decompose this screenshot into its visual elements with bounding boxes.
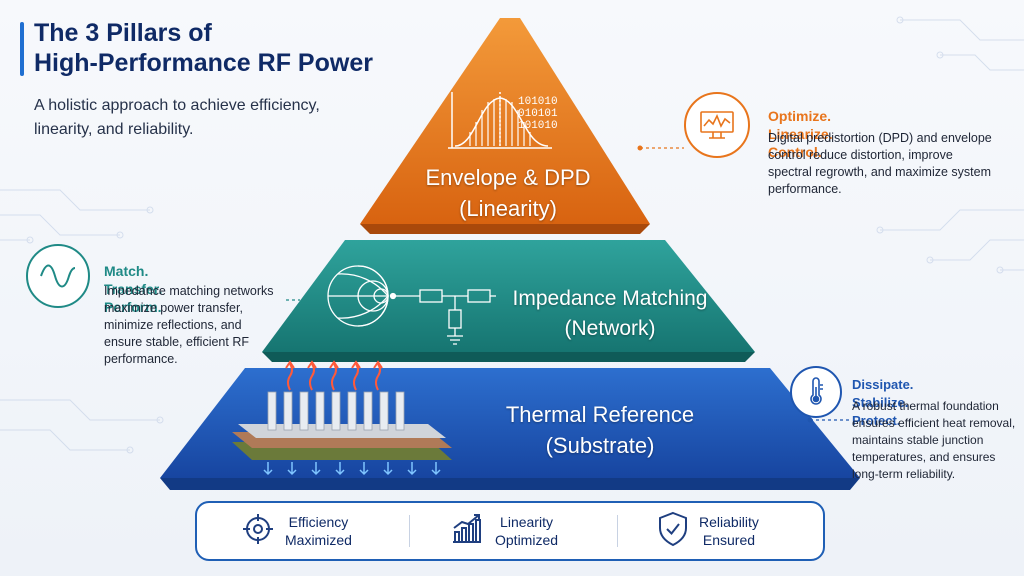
outcome-divider-2 xyxy=(617,515,618,547)
callout-linearity-heading: Optimize. Linearize. Control. xyxy=(768,108,833,160)
outcome-linearity-label: Linearity Optimized xyxy=(495,513,558,549)
title-accent-bar xyxy=(20,22,24,76)
outcome-reliability: Reliability Ensured xyxy=(657,503,759,559)
title-line-2: High-Performance RF Power xyxy=(34,49,373,77)
shield-check-icon xyxy=(657,511,689,552)
binary-line-2: 010101 xyxy=(518,108,558,120)
bell-curve-icon xyxy=(448,92,552,149)
callout-linearity-body: Digital predistortion (DPD) and envelope… xyxy=(768,131,992,196)
tier-bottom-label: Thermal Reference (Substrate) xyxy=(470,399,730,461)
tier-middle-label: Impedance Matching (Network) xyxy=(480,284,740,344)
title-line-1: The 3 Pillars of xyxy=(34,19,212,47)
outcome-linearity: Linearity Optimized xyxy=(449,503,558,559)
oscilloscope-icon xyxy=(684,92,750,158)
outcome-efficiency: Efficiency Maximized xyxy=(241,503,352,559)
growth-chart-icon xyxy=(449,512,485,551)
target-icon xyxy=(241,512,275,551)
outcome-linearity-line-2: Optimized xyxy=(495,532,559,548)
tier-top-label: Envelope & DPD (Linearity) xyxy=(390,162,626,224)
tier-top-line-1: Envelope & DPD xyxy=(425,165,591,190)
outcomes-bar: Efficiency Maximized Linearity Optimized xyxy=(195,501,825,561)
sine-wave-icon xyxy=(26,244,90,308)
outcome-reliability-label: Reliability Ensured xyxy=(699,513,759,549)
tier-bottom-line-2: (Substrate) xyxy=(545,433,655,458)
matching-network-icon xyxy=(389,289,496,345)
pyramid-tier-middle xyxy=(262,240,755,362)
tier-top-line-2: (Linearity) xyxy=(459,196,557,221)
outcome-reliability-line-1: Reliability xyxy=(699,514,759,530)
binary-text: 101010 010101 101010 xyxy=(518,96,558,132)
smith-chart-icon xyxy=(327,265,389,327)
page-title: The 3 Pillars of High-Performance RF Pow… xyxy=(34,18,394,78)
outcome-efficiency-line-1: Efficiency xyxy=(288,514,349,530)
callout-matching-body: Impedance matching networks maximize pow… xyxy=(104,284,274,366)
outcome-reliability-line-2: Ensured xyxy=(702,532,756,548)
callout-thermal-heading: Dissipate. Stabilize. Protect. xyxy=(852,377,914,428)
thermometer-icon xyxy=(790,366,842,418)
pyramid-tier-top xyxy=(360,18,650,234)
outcome-efficiency-label: Efficiency Maximized xyxy=(285,513,352,549)
page-subtitle: A holistic approach to achieve efficienc… xyxy=(34,97,320,138)
binary-line-1: 101010 xyxy=(518,96,558,108)
callout-thermal-body: A robust thermal foundation ensures effi… xyxy=(852,399,1016,481)
outcome-divider-1 xyxy=(409,515,410,547)
binary-line-3: 101010 xyxy=(518,120,558,132)
callout-connectors xyxy=(286,145,850,423)
tier-middle-line-1: Impedance Matching xyxy=(512,287,708,310)
outcome-efficiency-line-2: Maximized xyxy=(285,532,352,548)
heatsink-icon xyxy=(232,360,452,476)
tier-bottom-line-1: Thermal Reference xyxy=(505,402,695,427)
outcome-linearity-line-1: Linearity xyxy=(500,514,553,530)
callout-matching-heading: Match. Transfer. Perform. xyxy=(104,263,163,315)
tier-middle-line-2: (Network) xyxy=(564,317,656,340)
